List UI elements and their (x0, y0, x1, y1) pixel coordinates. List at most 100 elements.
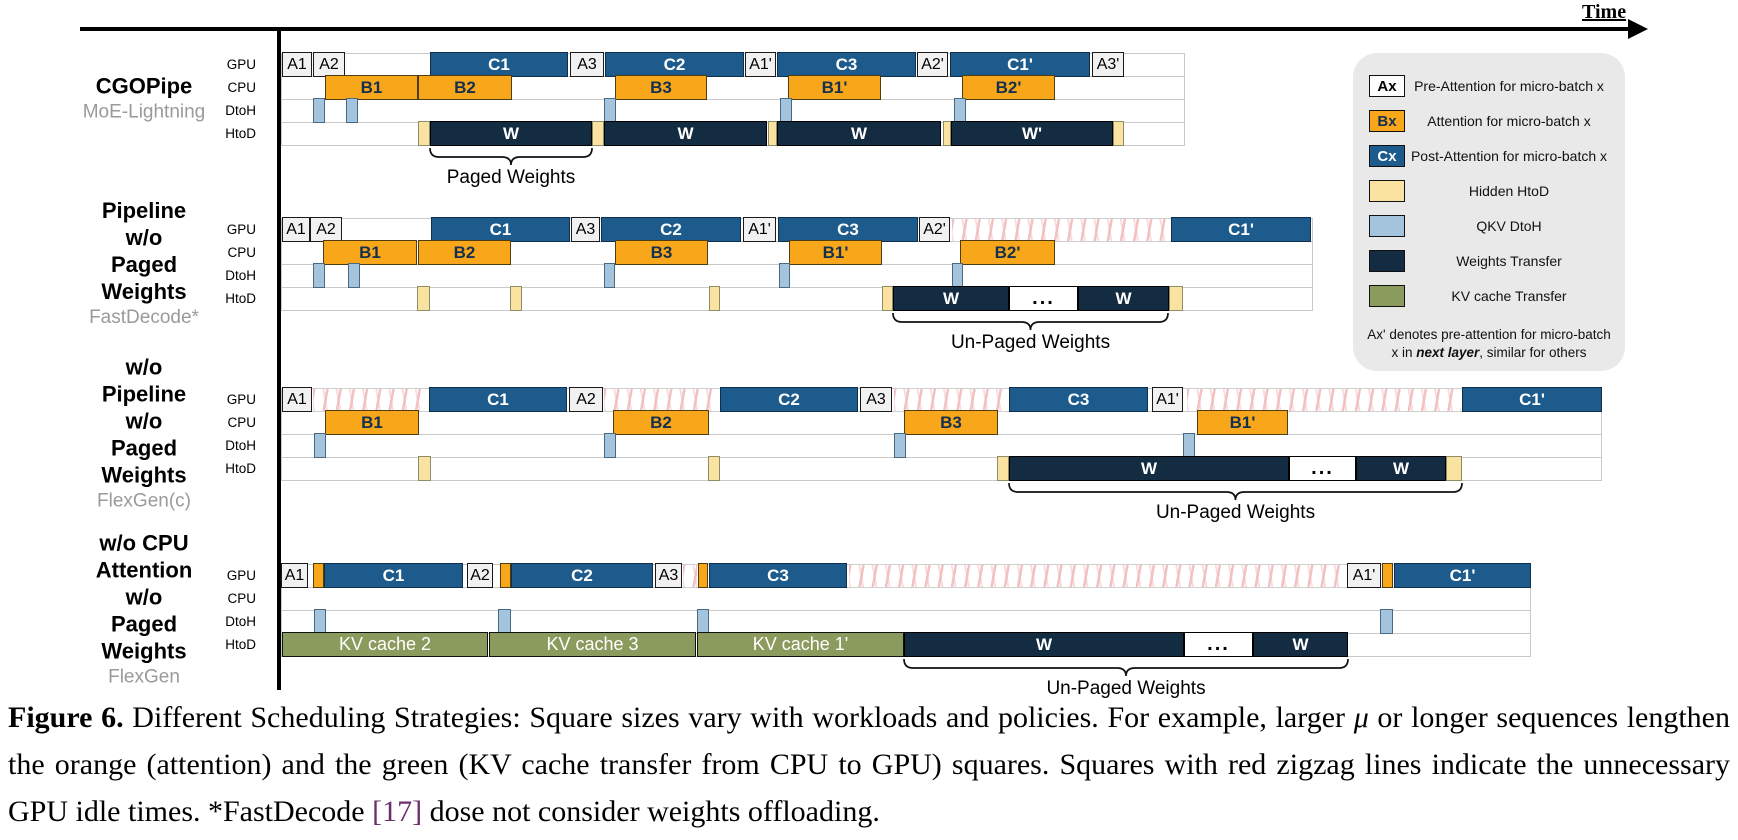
block-qkv-dtoh (604, 433, 616, 458)
row-label-cpu: CPU (227, 245, 256, 260)
block-pre-attention: A2 (310, 217, 342, 242)
block-weights-gap-dots: ... (1184, 632, 1253, 657)
block-weights-transfer: W (1356, 456, 1446, 481)
block-attention: B1' (1197, 410, 1288, 435)
section-title-line: w/o (125, 354, 163, 380)
block-hidden-htod (592, 121, 604, 146)
row-track-dtoh (281, 610, 1531, 634)
block-post-attention: C2 (720, 387, 858, 412)
block-attention: B1 (325, 410, 419, 435)
row-label-htod: HtoD (225, 461, 256, 476)
block-post-attention: C2 (601, 217, 741, 242)
section-title-line: w/o CPU (99, 530, 189, 556)
section-title-line: Weights (101, 462, 187, 488)
row-label-gpu: GPU (226, 392, 256, 407)
block-post-attention: C2 (605, 52, 744, 77)
block-post-attention: C1 (431, 217, 570, 242)
section-title-line: Weights (101, 638, 187, 664)
legend-note-text: next layer (1416, 344, 1480, 360)
block-gpu-attention-sliver (1382, 563, 1393, 588)
block-pre-attention: A1' (745, 52, 776, 77)
block-pre-attention: A3 (655, 563, 682, 588)
brace-label: Un-Paged Weights (1046, 678, 1206, 699)
block-pre-attention: A1 (282, 217, 310, 242)
block-weights-transfer: W (604, 121, 767, 146)
block-hidden-htod (1113, 121, 1124, 146)
block-attention: B2' (962, 75, 1055, 100)
block-attention: B1' (789, 240, 882, 265)
block-post-attention: C1' (950, 52, 1090, 77)
block-pre-attention: A1' (743, 217, 776, 242)
block-pre-attention: A3 (860, 387, 892, 412)
block-gpu-idle-zigzag (604, 388, 719, 412)
block-attention: B2 (418, 75, 512, 100)
row-label-gpu: GPU (226, 57, 256, 72)
block-gpu-idle-zigzag (683, 564, 697, 588)
block-qkv-dtoh (952, 263, 963, 288)
row-track-dtoh (281, 99, 1185, 123)
legend-swatch-bx-icon: Bx (1369, 110, 1405, 132)
row-label-dtoh: DtoH (225, 268, 256, 283)
caption-text: μ (1353, 701, 1369, 734)
legend-item: KV cache Transfer (1365, 285, 1613, 307)
legend-note-text: Ax' denotes pre-attention for micro-batc… (1367, 327, 1611, 360)
block-weights-transfer: W (777, 121, 941, 146)
block-weights-gap-dots: ... (1009, 286, 1078, 311)
block-qkv-dtoh (314, 433, 326, 458)
block-weights-transfer: W' (951, 121, 1113, 146)
legend-item: Weights Transfer (1365, 250, 1613, 272)
block-pre-attention: A2 (467, 563, 493, 588)
legend-swatch-yellow-icon (1369, 180, 1405, 202)
section-title-line: Paged (110, 435, 178, 461)
section-title-line: Paged (110, 252, 178, 277)
row-label-dtoh: DtoH (225, 438, 256, 453)
legend-swatch-lightblue-icon (1369, 215, 1405, 237)
block-weights-transfer: W (1078, 286, 1169, 311)
block-hidden-htod (709, 286, 720, 311)
block-post-attention: C3 (709, 563, 847, 588)
block-hidden-htod (1169, 286, 1183, 311)
block-attention: B1' (788, 75, 881, 100)
legend-item-label: QKV DtoH (1476, 218, 1542, 234)
section-title-line: Pipeline (101, 381, 187, 407)
row-label-cpu: CPU (227, 415, 256, 430)
row-label-gpu: GPU (226, 222, 256, 237)
legend-item: QKV DtoH (1365, 215, 1613, 237)
block-post-attention: C3 (1009, 387, 1148, 412)
block-gpu-idle-zigzag (1187, 388, 1461, 412)
block-post-attention: C1' (1462, 387, 1602, 412)
brace-label: Un-Paged Weights (1155, 502, 1316, 523)
section-title-line: Weights (101, 279, 187, 304)
section-subtitle: FlexGen (108, 666, 180, 688)
brace (1008, 482, 1463, 501)
row-label-htod: HtoD (225, 126, 256, 141)
block-hidden-htod (708, 456, 720, 481)
block-qkv-dtoh (779, 263, 790, 288)
legend-item: Hidden HtoD (1365, 180, 1613, 202)
block-post-attention: C2 (511, 563, 653, 588)
block-attention: B2 (613, 410, 709, 435)
block-pre-attention: A3' (1092, 52, 1124, 77)
block-qkv-dtoh (604, 263, 615, 288)
block-kv-cache-transfer: KV cache 2 (282, 632, 488, 657)
legend-swatch-ax-icon: Ax (1369, 75, 1405, 97)
block-attention: B3 (904, 410, 998, 435)
section-subtitle: FlexGen(c) (97, 490, 191, 512)
time-axis-label: Time (1582, 1, 1627, 23)
block-post-attention: C1 (324, 563, 463, 588)
block-gpu-idle-zigzag (952, 218, 1170, 242)
figure-caption: Figure 6. Different Scheduling Strategie… (8, 694, 1730, 835)
block-hidden-htod (510, 286, 522, 311)
block-post-attention: C1' (1171, 217, 1311, 242)
row-track-dtoh (281, 434, 1602, 458)
row-label-dtoh: DtoH (225, 103, 256, 118)
legend-item-label: Post-Attention for micro-batch x (1410, 148, 1608, 164)
section-title-line: w/o (125, 408, 163, 434)
block-qkv-dtoh (313, 98, 325, 123)
block-gpu-attention-sliver (698, 563, 708, 588)
